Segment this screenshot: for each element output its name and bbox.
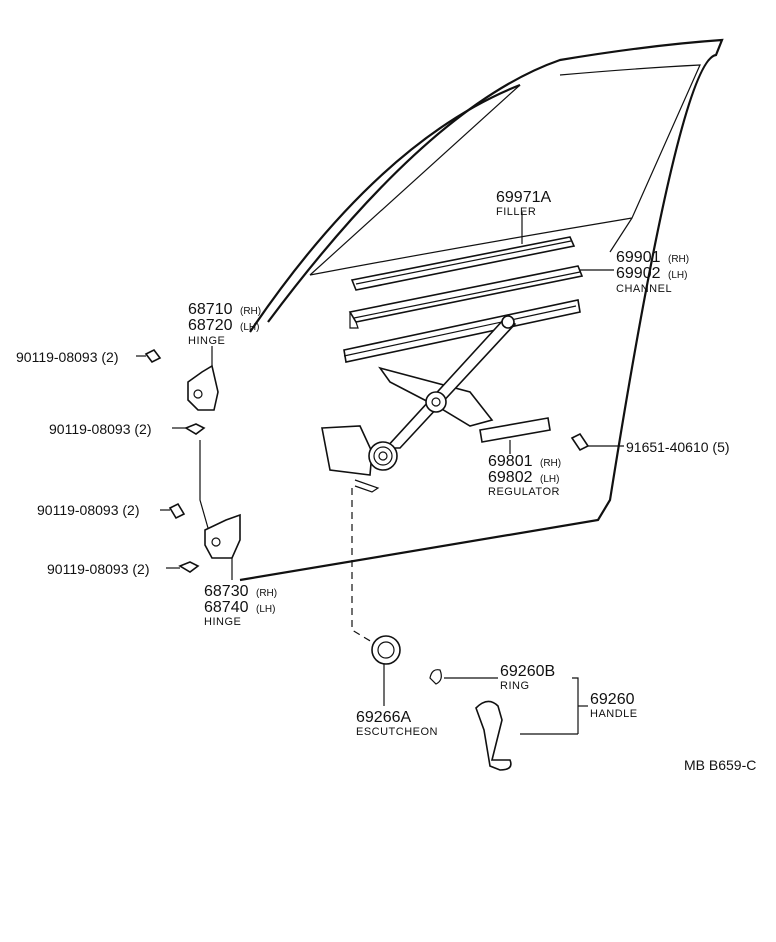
hinge-lower-number-1: 68730 [204, 583, 249, 600]
ring-part [429, 669, 498, 685]
label-hinge-upper: 68710 (RH) 68720 (LH) HINGE [188, 301, 261, 347]
upper-hinge [187, 346, 219, 411]
filler-strip [350, 212, 576, 291]
regulator-number-2: 69802 [488, 469, 533, 486]
label-escutcheon: 69266A ESCUTCHEON [356, 709, 438, 738]
bolt-hardware [136, 348, 624, 573]
channel-caption: CHANNEL [616, 283, 672, 295]
filler-caption: FILLER [496, 206, 536, 218]
diagram-code: MB B659-C [684, 757, 756, 773]
label-regulator: 69801 (RH) 69802 (LH) REGULATOR [488, 453, 561, 498]
channel-number-2: 69902 [616, 265, 661, 282]
bolt-label-2: 90119-08093 (2) [49, 421, 151, 437]
label-filler: 69971A FILLER [496, 189, 551, 218]
label-handle: 69260 HANDLE [590, 691, 638, 720]
label-ring: 69260B RING [500, 663, 555, 692]
escutcheon-number: 69266A [356, 709, 411, 726]
door-frame [199, 38, 724, 582]
hinge-lower-caption: HINGE [204, 616, 241, 628]
regulator-caption: REGULATOR [488, 486, 560, 498]
lower-hinge [204, 513, 241, 580]
regulator-suffix-1: (RH) [540, 458, 561, 469]
filler-number: 69971A [496, 189, 551, 206]
channel-suffix-1: (RH) [668, 254, 689, 265]
bolt-label-1: 90119-08093 (2) [16, 349, 118, 365]
bolt-label-4: 90119-08093 (2) [47, 561, 149, 577]
regulator-suffix-2: (LH) [540, 474, 559, 485]
hinge-upper-caption: HINGE [188, 335, 225, 347]
regulator-number-1: 69801 [488, 453, 533, 470]
screw-label: 91651-40610 (5) [626, 439, 730, 455]
bolt-label-3: 90119-08093 (2) [37, 502, 139, 518]
ring-number: 69260B [500, 663, 555, 680]
handle-number: 69260 [590, 691, 635, 708]
escutcheon-caption: ESCUTCHEON [356, 726, 438, 738]
hinge-lower-number-2: 68740 [204, 599, 249, 616]
hinge-lower-suffix-1: (RH) [256, 588, 277, 599]
escutcheon-part [371, 635, 401, 706]
label-channel: 69901 (RH) 69902 (LH) CHANNEL [616, 249, 689, 295]
channel-suffix-2: (LH) [668, 270, 687, 281]
regulator-to-escutcheon-line [351, 488, 383, 649]
handle-part [475, 677, 588, 771]
hinge-lower-suffix-2: (LH) [256, 604, 275, 615]
label-hinge-lower: 68730 (RH) 68740 (LH) HINGE [204, 583, 277, 628]
hinge-upper-suffix-1: (RH) [240, 306, 261, 317]
channel-number-1: 69901 [616, 249, 661, 266]
regulator-assembly [321, 299, 581, 493]
hinge-upper-number-1: 68710 [188, 301, 233, 318]
ring-caption: RING [500, 680, 530, 692]
hinge-upper-number-2: 68720 [188, 317, 233, 334]
handle-caption: HANDLE [590, 708, 638, 720]
channel-part [348, 265, 614, 329]
hinge-upper-suffix-2: (LH) [240, 322, 259, 333]
